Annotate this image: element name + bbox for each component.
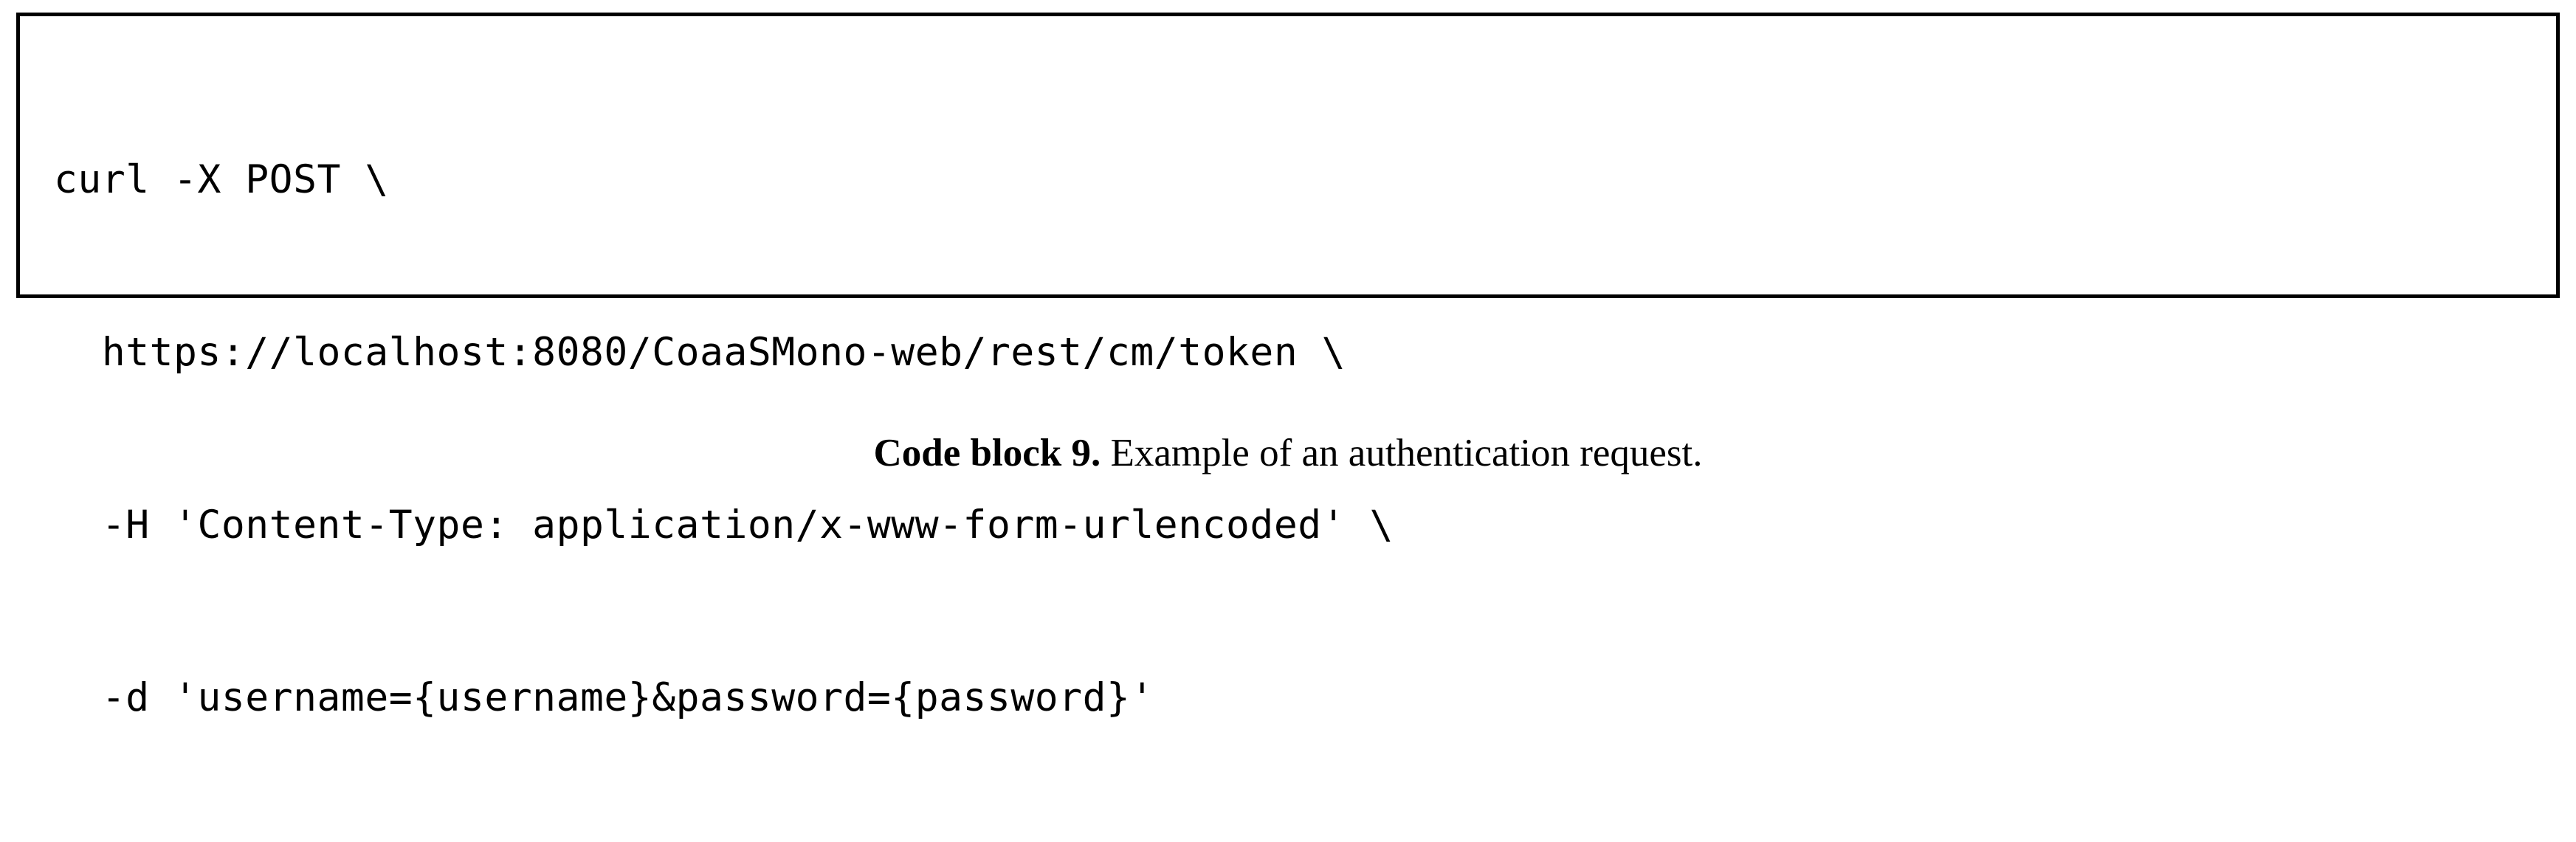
code-block-frame: curl -X POST \ https://localhost:8080/Co… [16, 13, 2560, 720]
code-line: curl -X POST \ [54, 157, 389, 202]
code-line: -H 'Content-Type: application/x-www-form… [54, 503, 1394, 548]
code-line: https://localhost:8080/CoaaSMono-web/res… [54, 330, 1346, 375]
caption-text: Example of an authentication request. [1101, 432, 1703, 475]
code-line: -d 'username={username}&password={passwo… [54, 675, 1154, 720]
figure-caption: Code block 9. Example of an authenticati… [0, 430, 2576, 476]
figure-page: curl -X POST \ https://localhost:8080/Co… [0, 13, 2576, 720]
caption-label: Code block 9. [873, 432, 1101, 475]
